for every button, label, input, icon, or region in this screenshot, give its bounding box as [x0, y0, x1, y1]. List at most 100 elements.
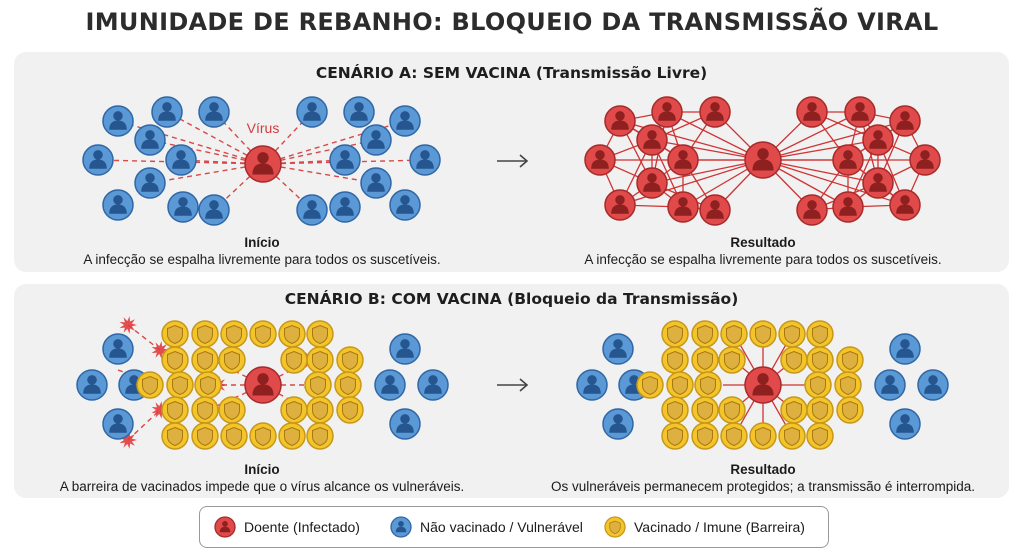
vaccinated-shield-icon: [661, 320, 689, 348]
vulnerable-person-icon: [417, 369, 449, 401]
infected-person-icon: [244, 145, 282, 183]
infected-person-icon: [889, 189, 921, 221]
infection-link-line: [619, 159, 764, 206]
scenario-b-start-heading: Início: [244, 462, 280, 477]
vaccinated-shield-icon: [636, 371, 664, 399]
blocked-virus-line: [127, 409, 161, 441]
infected-person-icon: [744, 141, 782, 179]
people-nodes: [76, 96, 949, 450]
scenario-a-result-text: A infecção se espalha livremente para to…: [584, 252, 942, 267]
vaccinated-shield-icon: [336, 346, 364, 374]
scenario-b-result-caption: Resultado Os vulneráveis permanecem prot…: [551, 461, 975, 495]
vaccinated-shield-icon: [780, 346, 808, 374]
vaccinated-shield-icon: [836, 346, 864, 374]
vulnerable-person-icon: [389, 105, 421, 137]
vulnerable-person-icon: [134, 124, 166, 156]
infected-person-icon: [667, 144, 699, 176]
vaccinated-shield-icon: [191, 396, 219, 424]
vaccinated-shield-icon: [661, 422, 689, 450]
virus-spread-line: [149, 139, 264, 165]
vaccinated-shield-icon: [720, 320, 748, 348]
vaccinated-shield-icon: [694, 371, 722, 399]
scenario-b-start-caption: Início A barreira de vacinados impede qu…: [60, 461, 464, 495]
vaccinated-shield-icon: [691, 396, 719, 424]
infected-person-icon: [832, 191, 864, 223]
scenario-a-start-heading: Início: [244, 235, 280, 250]
infected-person-icon: [744, 366, 782, 404]
infected-person-icon: [889, 105, 921, 137]
vulnerable-person-icon: [329, 191, 361, 223]
vulnerable-person-icon: [389, 189, 421, 221]
infection-link-line: [651, 139, 764, 161]
vulnerable-person-icon: [389, 333, 421, 365]
virus-label: Vírus: [247, 120, 280, 136]
vaccinated-shield-icon: [166, 371, 194, 399]
vulnerable-person-icon: [374, 369, 406, 401]
vaccinated-shield-icon: [806, 346, 834, 374]
scenario-b-result-text: Os vulneráveis permanecem protegidos; a …: [551, 479, 975, 494]
infected-person-icon: [667, 191, 699, 223]
infection-link-line: [762, 159, 879, 184]
vaccinated-shield-icon: [778, 422, 806, 450]
legend: Doente (Infectado) Não vacinado / Vulner…: [199, 506, 829, 548]
vaccinated-shield-icon: [306, 422, 334, 450]
infected-person-icon: [604, 189, 636, 221]
vulnerable-person-icon: [389, 408, 421, 440]
vaccinated-shield-icon: [191, 346, 219, 374]
vulnerable-person-icon: [102, 408, 134, 440]
impact-burst-icon: [119, 431, 137, 449]
virus-spread-line: [262, 163, 377, 184]
vaccinated-shield-icon: [280, 346, 308, 374]
vaccinated-shield-icon: [720, 422, 748, 450]
vaccinated-shield-icon: [806, 320, 834, 348]
vaccinated-shield-icon: [666, 371, 694, 399]
vulnerable-person-icon: [76, 369, 108, 401]
vaccinated-shield-icon: [161, 396, 189, 424]
vaccinated-shield-icon: [691, 320, 719, 348]
vulnerable-person-icon: [917, 369, 949, 401]
scenario-b-start-text: A barreira de vacinados impede que o vír…: [59, 479, 465, 494]
vaccinated-shield-icon: [604, 516, 626, 538]
vaccinated-shield-icon: [804, 371, 832, 399]
vaccinated-shield-icon: [191, 422, 219, 450]
blocked-virus-line: [127, 324, 161, 351]
scenario-a-result-caption: Resultado A infecção se espalha livremen…: [584, 234, 941, 268]
vulnerable-person-icon: [198, 194, 230, 226]
scenario-a-result-heading: Resultado: [730, 235, 796, 250]
vaccinated-shield-icon: [220, 422, 248, 450]
vaccinated-shield-icon: [749, 422, 777, 450]
vulnerable-person-icon: [360, 167, 392, 199]
vaccinated-shield-icon: [249, 422, 277, 450]
vaccinated-shield-icon: [218, 396, 246, 424]
vaccinated-shield-icon: [161, 422, 189, 450]
infected-person-icon: [796, 194, 828, 226]
legend-item-vaccinated: Vacinado / Imune (Barreira): [604, 507, 805, 547]
infection-link-line: [651, 159, 764, 184]
infected-person-icon: [651, 96, 683, 128]
vulnerable-person-icon: [165, 144, 197, 176]
infected-person-icon: [214, 516, 236, 538]
arrow-right-icon: [497, 378, 529, 392]
vaccinated-shield-icon: [780, 396, 808, 424]
infected-person-icon: [699, 96, 731, 128]
vaccinated-shield-icon: [718, 346, 746, 374]
vaccinated-shield-icon: [280, 396, 308, 424]
vulnerable-person-icon: [602, 408, 634, 440]
virus-spread-line: [262, 139, 377, 165]
vulnerable-person-icon: [151, 96, 183, 128]
legend-label-vaccinated: Vacinado / Imune (Barreira): [634, 519, 805, 535]
vaccinated-shield-icon: [278, 320, 306, 348]
scenario-a-start-text: A infecção se espalha livremente para to…: [83, 252, 441, 267]
scenario-b-result-heading: Resultado: [730, 462, 796, 477]
vaccinated-shield-icon: [161, 320, 189, 348]
vaccinated-shield-icon: [191, 320, 219, 348]
infected-person-icon: [832, 144, 864, 176]
vulnerable-person-icon: [390, 516, 412, 538]
vaccinated-shield-icon: [161, 346, 189, 374]
scenario-a-start-caption: Início A infecção se espalha livremente …: [83, 234, 440, 268]
infected-person-icon: [909, 144, 941, 176]
vaccinated-shield-icon: [718, 396, 746, 424]
infected-person-icon: [604, 105, 636, 137]
virus-spread-line: [262, 120, 406, 165]
